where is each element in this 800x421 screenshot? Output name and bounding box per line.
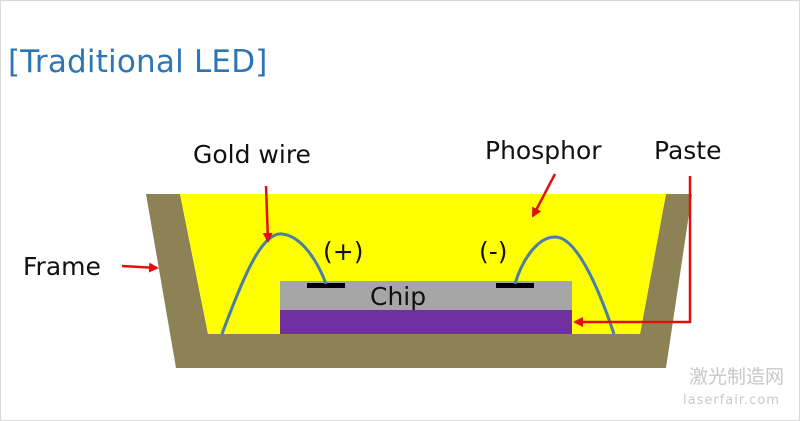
gold-wire-right — [513, 235, 616, 335]
label-positive: (+) — [323, 237, 363, 266]
gold-wire-left — [220, 232, 328, 335]
arrow-gold-wire — [262, 185, 273, 243]
watermark-url: laserfair.com — [683, 393, 780, 408]
arrow-phosphor — [531, 173, 557, 218]
label-chip: Chip — [370, 282, 426, 311]
paste-layer — [280, 310, 572, 334]
label-negative: (-) — [479, 237, 508, 266]
label-paste: Paste — [654, 136, 721, 165]
label-phosphor: Phosphor — [485, 136, 602, 165]
label-gold-wire: Gold wire — [193, 140, 311, 169]
watermark-chinese: 激光制造网 — [689, 366, 784, 388]
arrow-frame — [121, 262, 159, 273]
electrode-pad-positive — [307, 283, 345, 288]
page-title: [Traditional LED] — [8, 44, 268, 80]
label-frame: Frame — [23, 252, 101, 281]
arrow-paste — [573, 176, 692, 327]
electrode-pad-negative — [496, 283, 534, 288]
led-frame — [146, 194, 692, 368]
